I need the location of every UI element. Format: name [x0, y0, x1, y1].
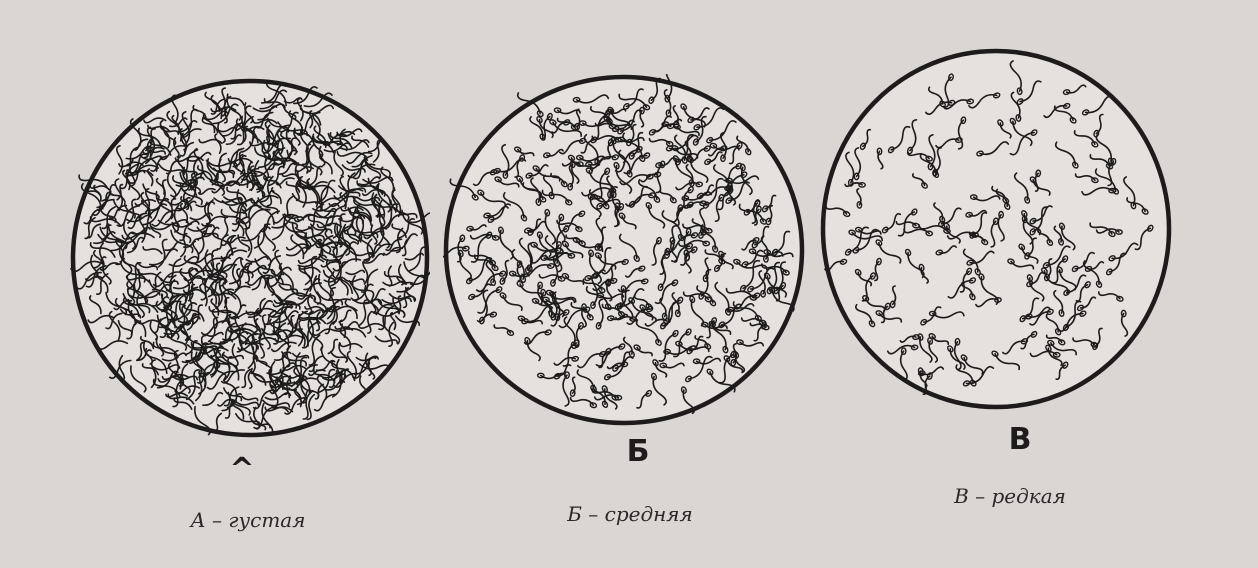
medium-sample-circle: [443, 74, 805, 426]
panel-letter-b: Б: [608, 434, 668, 469]
sparse-sample-circle: [820, 48, 1172, 410]
panel-letter-a: ^: [212, 452, 272, 487]
dense-sample-circle: [70, 78, 430, 438]
panel-letter-v: В: [990, 422, 1050, 457]
circle-outline: [446, 77, 802, 423]
caption-sparse: В – редкая: [890, 484, 1130, 508]
dish-sparse: [820, 48, 1172, 410]
dish-medium: [443, 74, 805, 426]
dish-dense: [70, 78, 430, 438]
caption-medium: Б – средняя: [510, 502, 750, 526]
caption-dense: А – густая: [128, 508, 368, 532]
